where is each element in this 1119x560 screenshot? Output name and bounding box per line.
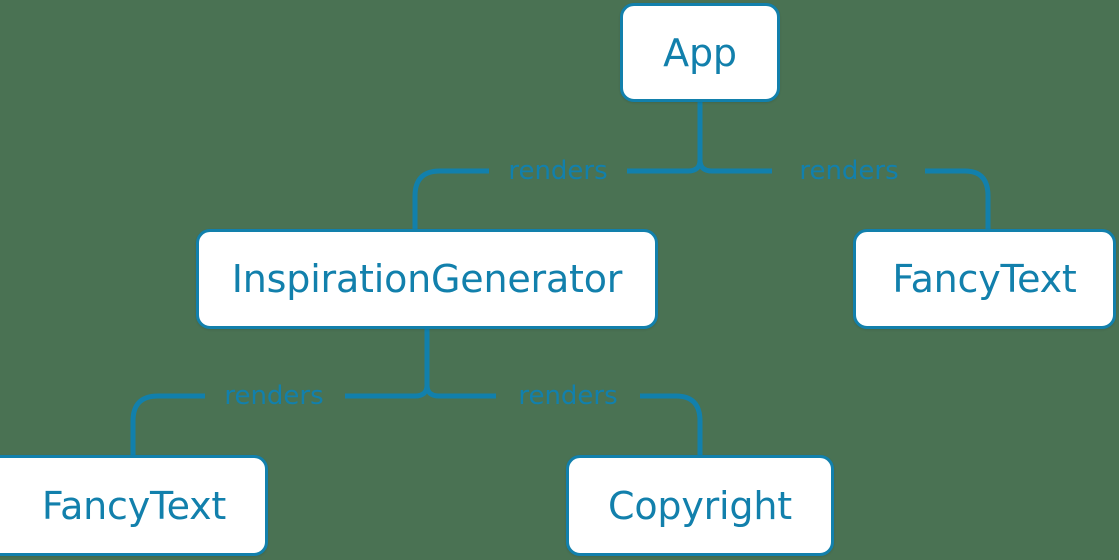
node-fancytext-bottom-left-label: FancyText bbox=[41, 483, 227, 528]
node-inspiration-generator[interactable]: InspirationGenerator bbox=[196, 229, 658, 329]
edge-inspiration-to-copyright bbox=[424, 384, 703, 455]
edge-app-to-fancytext1 bbox=[697, 159, 991, 229]
node-app[interactable]: App bbox=[620, 3, 780, 102]
node-inspiration-generator-label: InspirationGenerator bbox=[231, 257, 623, 301]
node-app-label: App bbox=[663, 30, 737, 75]
node-fancytext-top-right[interactable]: FancyText bbox=[853, 229, 1116, 329]
edge-label-inspiration-to-copyright: renders bbox=[518, 381, 618, 411]
node-copyright[interactable]: Copyright bbox=[566, 455, 834, 556]
edge-label-app-to-fancytext1: renders bbox=[799, 156, 899, 186]
edge-label-inspiration-to-fancytext2: renders bbox=[224, 381, 324, 411]
node-copyright-label: Copyright bbox=[608, 483, 792, 528]
edge-label-app-to-inspiration: renders bbox=[508, 156, 608, 186]
node-fancytext-bottom-left[interactable]: FancyText bbox=[0, 455, 268, 556]
node-fancytext-top-right-label: FancyText bbox=[892, 257, 1077, 301]
